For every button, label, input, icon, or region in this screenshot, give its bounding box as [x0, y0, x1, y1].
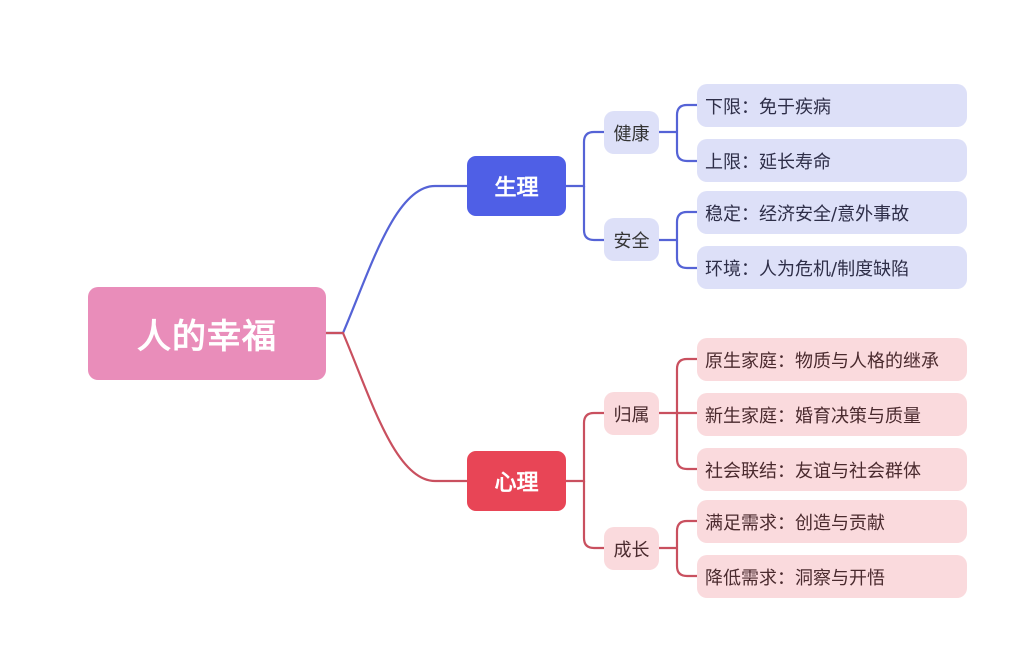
topic-growth[interactable]: 成长	[604, 527, 659, 570]
leaf-label: 上限：延长寿命	[705, 151, 831, 173]
branch-label: 生理	[494, 176, 539, 201]
leaf-label: 满足需求：创造与贡献	[705, 512, 885, 534]
connector-physio-health	[566, 130, 604, 188]
leaf-new-family[interactable]: 新生家庭：婚育决策与质量	[697, 393, 967, 436]
connector-health-leaves	[659, 103, 697, 163]
leaf-stability[interactable]: 稳定：经济安全/意外事故	[697, 191, 967, 234]
connector-safety-leaves	[659, 210, 697, 270]
leaf-social-ties[interactable]: 社会联结：友谊与社会群体	[697, 448, 967, 491]
connector-belong-leaves	[659, 357, 697, 471]
leaf-label: 社会联结：友谊与社会群体	[705, 460, 921, 482]
leaf-reduce-needs[interactable]: 降低需求：洞察与开悟	[697, 555, 967, 598]
connector-root-psych	[326, 331, 467, 483]
leaf-lower-limit[interactable]: 下限：免于疾病	[697, 84, 967, 127]
connector-growth-leaves	[659, 519, 697, 578]
leaf-label: 新生家庭：婚育决策与质量	[705, 405, 921, 427]
branch-psychological[interactable]: 心理	[467, 451, 566, 511]
topic-label: 安全	[613, 230, 650, 252]
root-node[interactable]: 人的幸福	[88, 287, 326, 380]
leaf-family-of-origin[interactable]: 原生家庭：物质与人格的继承	[697, 338, 967, 381]
topic-belonging[interactable]: 归属	[604, 392, 659, 435]
branch-label: 心理	[494, 471, 539, 496]
connector-psych-growth	[582, 481, 604, 550]
leaf-label: 稳定：经济安全/意外事故	[705, 203, 910, 225]
branch-physiological[interactable]: 生理	[467, 156, 566, 216]
leaf-environment[interactable]: 环境：人为危机/制度缺陷	[697, 246, 967, 289]
topic-label: 成长	[613, 539, 650, 561]
topic-label: 归属	[613, 404, 650, 426]
connector-psych-belong	[566, 411, 604, 483]
topic-health[interactable]: 健康	[604, 111, 659, 154]
leaf-upper-limit[interactable]: 上限：延长寿命	[697, 139, 967, 182]
connector-root-physio	[326, 184, 467, 335]
topic-safety[interactable]: 安全	[604, 218, 659, 261]
leaf-label: 降低需求：洞察与开悟	[705, 567, 885, 589]
connector-physio-safety	[582, 186, 604, 242]
topic-label: 健康	[613, 123, 650, 145]
leaf-label: 环境：人为危机/制度缺陷	[705, 258, 910, 280]
leaf-label: 下限：免于疾病	[705, 96, 831, 118]
root-label: 人的幸福	[137, 317, 277, 357]
leaf-fulfill-needs[interactable]: 满足需求：创造与贡献	[697, 500, 967, 543]
leaf-label: 原生家庭：物质与人格的继承	[705, 350, 939, 372]
